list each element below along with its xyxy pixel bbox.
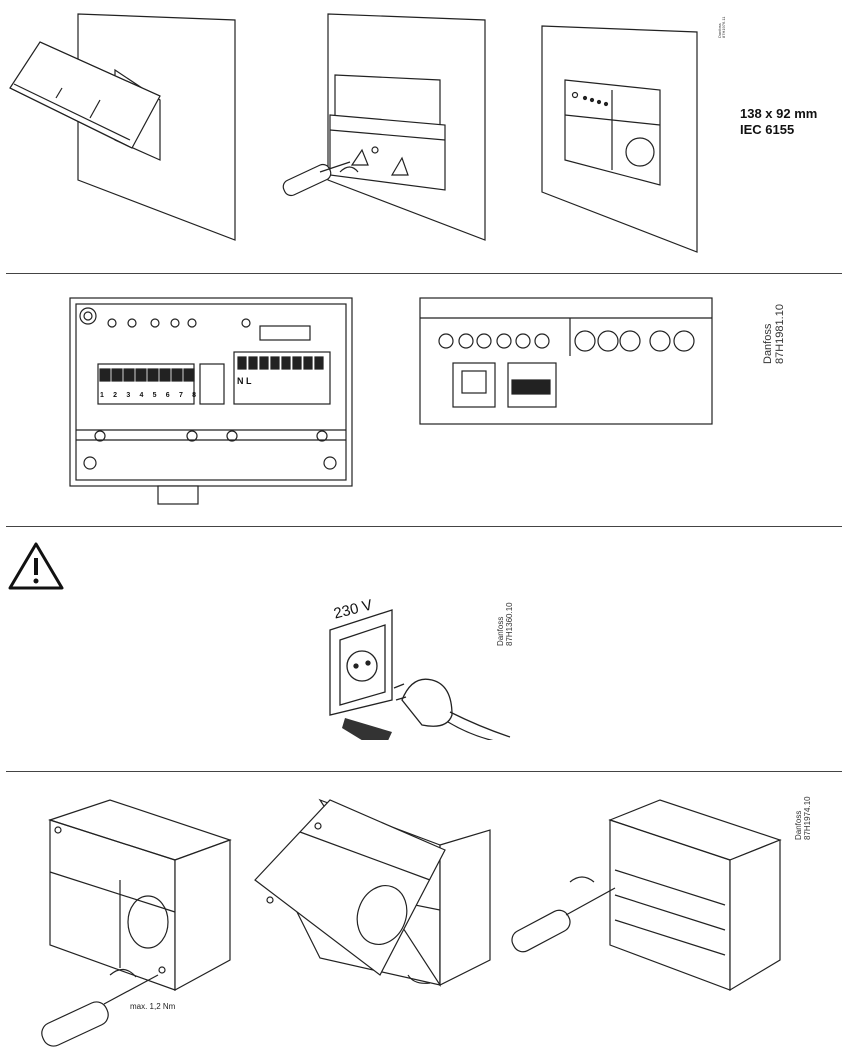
panel-cutout-step-2 — [282, 13, 486, 241]
panel-cutout-step-1 — [9, 13, 236, 241]
base-terminal-view — [69, 297, 353, 505]
section-divider — [6, 771, 842, 772]
terminal-layout-illustrations — [69, 297, 713, 505]
housing-opening-illustrations — [41, 798, 782, 1047]
unplug-illustration — [329, 609, 511, 740]
terminal-label: 8 — [192, 392, 196, 399]
torque-label: max. 1,2 Nm — [130, 1002, 176, 1011]
warning-triangle-icon — [8, 542, 64, 590]
terminal-label: 4 — [139, 392, 144, 399]
cutout-standard: IEC 6155 — [740, 122, 795, 137]
open-base-terminals — [511, 799, 782, 992]
section-divider — [6, 273, 842, 274]
closed-controller-unit — [41, 799, 232, 1047]
terminal-number-row: 1 2 3 4 5 6 7 8 — [100, 392, 196, 399]
section-divider — [6, 526, 842, 527]
panel-mounted-controller — [541, 25, 698, 253]
terminal-label: 2 — [113, 392, 118, 399]
terminal-label: 7 — [178, 392, 183, 399]
neutral-label: N — [237, 376, 244, 386]
live-label: L — [246, 376, 252, 386]
base-bottom-view — [419, 297, 713, 425]
mounting-illustrations — [9, 13, 698, 253]
power-terminal-labels: N L — [237, 376, 252, 386]
cutout-dimension: 138 x 92 mm — [740, 106, 818, 121]
terminal-label: 1 — [100, 392, 104, 399]
terminal-label: 5 — [152, 392, 157, 399]
opening-controller-unit — [254, 798, 491, 988]
terminal-label: 3 — [126, 392, 131, 399]
terminal-label: 6 — [165, 392, 170, 399]
